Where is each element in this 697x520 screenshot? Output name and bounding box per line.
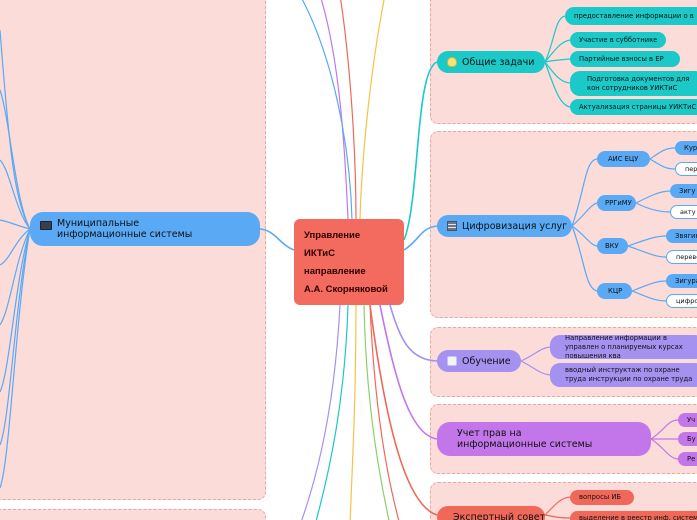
expert-item-1[interactable]: вопросы ИБ <box>570 490 634 505</box>
system-ais-ecu[interactable]: АИС ЕЦУ <box>597 151 650 167</box>
root-line-2: ИКТиС <box>304 248 336 259</box>
system-rrgimu-child-2[interactable]: акту <box>670 205 697 219</box>
left-panel <box>0 0 266 500</box>
topic-general-tasks[interactable]: Общие задачи <box>437 51 545 73</box>
rights-item-1[interactable]: Уч <box>678 413 697 427</box>
system-rrgimu-child-1[interactable]: Зигу <box>670 184 697 198</box>
system-vku-child-2[interactable]: перевод <box>666 250 697 264</box>
topic-training[interactable]: Обучение <box>437 350 521 372</box>
system-rrgimu[interactable]: РРГиМУ <box>597 195 636 211</box>
task-item-5[interactable]: Актуализация страницы УИКТиС <box>570 99 697 115</box>
training-item-1[interactable]: Направление информации в управлен о план… <box>550 335 697 359</box>
system-ais-ecu-child-1[interactable]: Кура <box>675 141 697 155</box>
training-item-2[interactable]: вводный инструктаж по охране труда инстр… <box>550 363 697 387</box>
topic-expert-council[interactable]: Экспертный совет <box>437 506 545 520</box>
topic-rights-label: Учет прав на информационные системы <box>457 428 593 450</box>
task-item-3[interactable]: Партийные взносы в ЕР <box>570 51 680 67</box>
task-item-1[interactable]: предоставление информации о в <box>565 7 697 25</box>
topic-general-tasks-label: Общие задачи <box>462 56 535 68</box>
building-icon <box>447 221 457 231</box>
system-kcr-child-2[interactable]: цифрово <box>666 294 697 308</box>
expert-item-2[interactable]: выделение в реестр инф. систем <box>570 511 697 520</box>
lightbulb-icon <box>447 57 457 67</box>
computer-icon <box>40 220 52 230</box>
topic-digitalization-label: Цифровизация услуг <box>462 220 568 232</box>
topic-training-label: Обучение <box>462 355 511 367</box>
task-item-4[interactable]: Подготовка документов для кон сотруднико… <box>570 71 697 96</box>
task-item-2[interactable]: Участие в субботнике <box>570 32 666 48</box>
checkbox-icon <box>447 356 457 366</box>
root-node[interactable]: Управление ИКТиС направление А.А. Скорня… <box>294 219 404 305</box>
topic-rights[interactable]: Учет прав на информационные системы <box>437 422 651 456</box>
system-kcr[interactable]: КЦР <box>597 283 632 299</box>
topic-digitalization[interactable]: Цифровизация услуг <box>437 215 572 237</box>
topic-municipal-systems-label: Муниципальные информационные системы <box>57 218 193 240</box>
left-panel-bottom <box>0 509 266 520</box>
system-ais-ecu-child-2[interactable]: пере <box>675 162 697 176</box>
system-vku[interactable]: ВКУ <box>597 238 628 254</box>
rights-item-3[interactable]: Ре <box>678 452 697 466</box>
topic-expert-council-label: Экспертный совет <box>453 511 545 520</box>
rights-item-2[interactable]: Бу <box>678 432 697 446</box>
system-vku-child-1[interactable]: Звягинц <box>666 229 697 243</box>
root-line-4: А.А. Скорняковой <box>304 284 388 295</box>
system-kcr-child-1[interactable]: Зигура И <box>666 274 697 288</box>
topic-municipal-systems[interactable]: Муниципальные информационные системы <box>30 212 260 246</box>
root-line-3: направление <box>304 266 366 277</box>
root-line-1: Управление <box>304 230 361 241</box>
